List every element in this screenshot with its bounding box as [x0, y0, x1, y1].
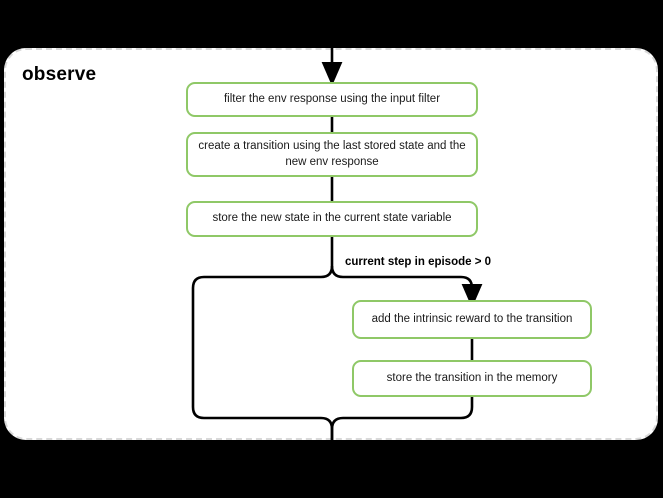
- node-label: store the transition in the memory: [386, 371, 558, 384]
- node-create-transition[interactable]: create a transition using the last store…: [186, 132, 478, 177]
- node-label: add the intrinsic reward to the transiti…: [371, 312, 573, 325]
- node-add-intrinsic-reward[interactable]: add the intrinsic reward to the transiti…: [352, 300, 592, 339]
- node-label: store the new state in the current state…: [212, 212, 452, 225]
- group-title-observe: observe: [22, 64, 97, 85]
- node-filter-env-response[interactable]: filter the env response using the input …: [186, 82, 478, 117]
- node-store-transition-memory[interactable]: store the transition in the memory: [352, 360, 592, 397]
- node-label: create a transition using the last store…: [198, 139, 466, 168]
- edge-label-current-step-condition: current step in episode > 0: [345, 256, 492, 268]
- node-label: filter the env response using the input …: [223, 92, 441, 105]
- node-store-new-state[interactable]: store the new state in the current state…: [186, 201, 478, 237]
